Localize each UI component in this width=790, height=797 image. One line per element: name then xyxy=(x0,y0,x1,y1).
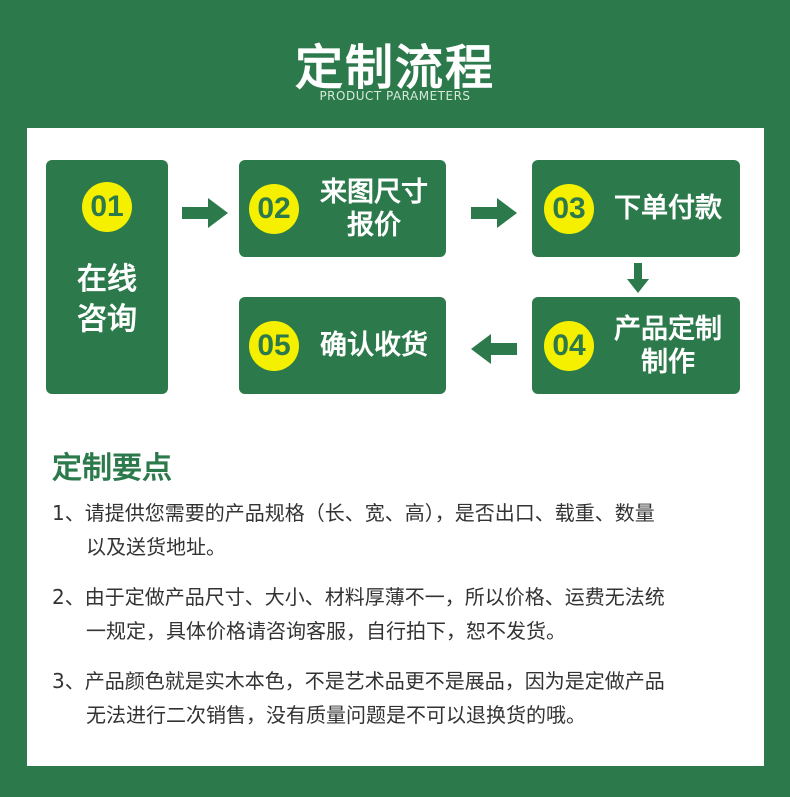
note-item-1: 1、请提供您需要的产品规格（长、宽、高），是否出口、载重、数量 以及送货地址。 xyxy=(52,496,742,564)
note-3-line1: 3、产品颜色就是实木本色，不是艺术品更不是展品，因为是定做产品 xyxy=(52,669,665,693)
step-03-card: 03 下单付款 xyxy=(532,160,740,257)
step-01-line2: 咨询 xyxy=(77,302,137,337)
step-02-badge: 02 xyxy=(249,184,299,234)
step-01-badge: 01 xyxy=(82,182,132,232)
step-02-line2: 报价 xyxy=(347,210,401,241)
arrow-left-icon xyxy=(471,334,517,364)
step-03-line1: 下单付款 xyxy=(614,193,722,224)
step-04-line1: 产品定制 xyxy=(614,314,722,345)
step-04-card: 04 产品定制 制作 xyxy=(532,297,740,394)
step-02-card: 02 来图尺寸 报价 xyxy=(239,160,446,257)
page-subtitle: PRODUCT PARAMETERS xyxy=(319,89,471,103)
note-3-line2: 无法进行二次销售，没有质量问题是不可以退换货的哦。 xyxy=(86,703,586,727)
step-05-line1: 确认收货 xyxy=(320,330,428,361)
step-04-line2: 制作 xyxy=(641,347,695,378)
arrow-right-icon xyxy=(471,198,517,228)
step-04-label: 产品定制 制作 xyxy=(600,313,736,379)
step-05-card: 05 确认收货 xyxy=(239,297,446,394)
step-01-line1: 在线 xyxy=(77,262,137,297)
notes-title: 定制要点 xyxy=(52,451,172,486)
note-1-line2: 以及送货地址。 xyxy=(86,535,226,559)
note-item-2: 2、由于定做产品尺寸、大小、材料厚薄不一，所以价格、运费无法统 一规定，具体价格… xyxy=(52,580,742,648)
step-03-label: 下单付款 xyxy=(600,192,736,225)
step-01-label: 在线 咨询 xyxy=(46,260,168,340)
step-02-line1: 来图尺寸 xyxy=(320,177,428,208)
note-1-line1: 1、请提供您需要的产品规格（长、宽、高），是否出口、载重、数量 xyxy=(52,501,655,525)
page-title: 定制流程 xyxy=(294,40,495,96)
step-05-label: 确认收货 xyxy=(307,329,441,362)
step-04-badge: 04 xyxy=(544,321,594,371)
arrow-down-icon xyxy=(627,263,649,293)
step-03-badge: 03 xyxy=(544,184,594,234)
step-05-badge: 05 xyxy=(249,321,299,371)
note-2-line2: 一规定，具体价格请咨询客服，自行拍下，恕不发货。 xyxy=(86,619,566,643)
arrow-right-icon xyxy=(182,198,228,228)
step-02-label: 来图尺寸 报价 xyxy=(307,176,441,242)
note-item-3: 3、产品颜色就是实木本色，不是艺术品更不是展品，因为是定做产品 无法进行二次销售… xyxy=(52,664,742,732)
note-2-line1: 2、由于定做产品尺寸、大小、材料厚薄不一，所以价格、运费无法统 xyxy=(52,585,665,609)
step-01-card: 01 在线 咨询 xyxy=(46,160,168,394)
